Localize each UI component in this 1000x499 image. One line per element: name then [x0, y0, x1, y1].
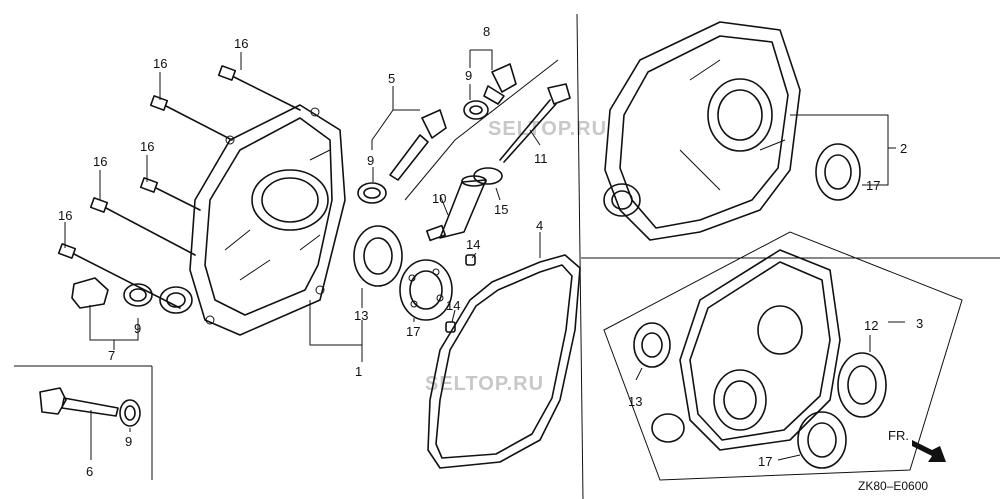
bearing-17-lower-right [797, 411, 847, 469]
callout-14: 14 [446, 298, 460, 313]
callout-labels: 16 16 16 16 16 5 8 9 9 9 7 9 6 1 13 17 1… [58, 24, 923, 479]
callout-9: 9 [367, 153, 374, 168]
callout-3: 3 [916, 316, 923, 331]
crankcase-cover-lower-right [603, 231, 963, 481]
crankcase-cover-upper-right [603, 21, 801, 241]
callout-17: 17 [406, 324, 420, 339]
watermark-top: SELTOP.RU [488, 118, 607, 140]
callout-15: 15 [494, 202, 508, 217]
oil-seal-13 [353, 225, 403, 287]
callout-17: 17 [866, 178, 880, 193]
callout-10: 10 [432, 191, 446, 206]
drain-plug-assembly [71, 277, 193, 314]
plug-8-assembly [463, 63, 517, 120]
diagram-code: ZK80–E0600 [858, 479, 928, 493]
bolt-16-c [139, 177, 201, 211]
bearing-17-upper-right [815, 143, 861, 201]
callout-16: 16 [234, 36, 248, 51]
callout-16: 16 [58, 208, 72, 223]
front-marker: FR. [888, 428, 909, 443]
bearing-17 [399, 259, 453, 321]
callout-7: 7 [108, 348, 115, 363]
callout-13: 13 [354, 308, 368, 323]
callout-9: 9 [134, 321, 141, 336]
oil-level-gauge-assembly [39, 387, 141, 427]
callout-1: 1 [355, 364, 362, 379]
dipstick-11 [499, 83, 571, 163]
callout-9: 9 [125, 434, 132, 449]
callout-6: 6 [86, 464, 93, 479]
leader-lines [64, 49, 905, 461]
callout-11: 11 [534, 151, 548, 166]
crankcase-cover-left [189, 104, 346, 336]
watermark-bottom: SELTOP.RU [425, 373, 544, 395]
callout-9: 9 [465, 68, 472, 83]
panel-dividers [14, 13, 1000, 499]
bearing-12 [837, 352, 887, 418]
callout-17: 17 [758, 454, 772, 469]
bolt-16-d [89, 197, 196, 256]
callout-14: 14 [466, 237, 480, 252]
filler-tube-10 [425, 167, 503, 242]
callout-13: 13 [628, 394, 642, 409]
callout-4: 4 [536, 218, 543, 233]
bolt-set [57, 65, 301, 309]
callout-16: 16 [93, 154, 107, 169]
oil-filler-cap-assembly [357, 109, 447, 204]
bolt-16-e [57, 243, 181, 309]
callout-12: 12 [864, 318, 878, 333]
callout-16: 16 [153, 56, 167, 71]
callout-8: 8 [483, 24, 490, 39]
oil-seal-13-lower-right [633, 322, 671, 368]
bolt-16-b [149, 95, 233, 141]
dowel-pins [445, 254, 476, 333]
callout-16: 16 [140, 139, 154, 154]
callout-5: 5 [388, 71, 395, 86]
callout-2: 2 [900, 141, 907, 156]
front-direction-arrow [912, 440, 946, 462]
gasket-4 [427, 254, 581, 469]
bolt-16-a [217, 65, 301, 111]
